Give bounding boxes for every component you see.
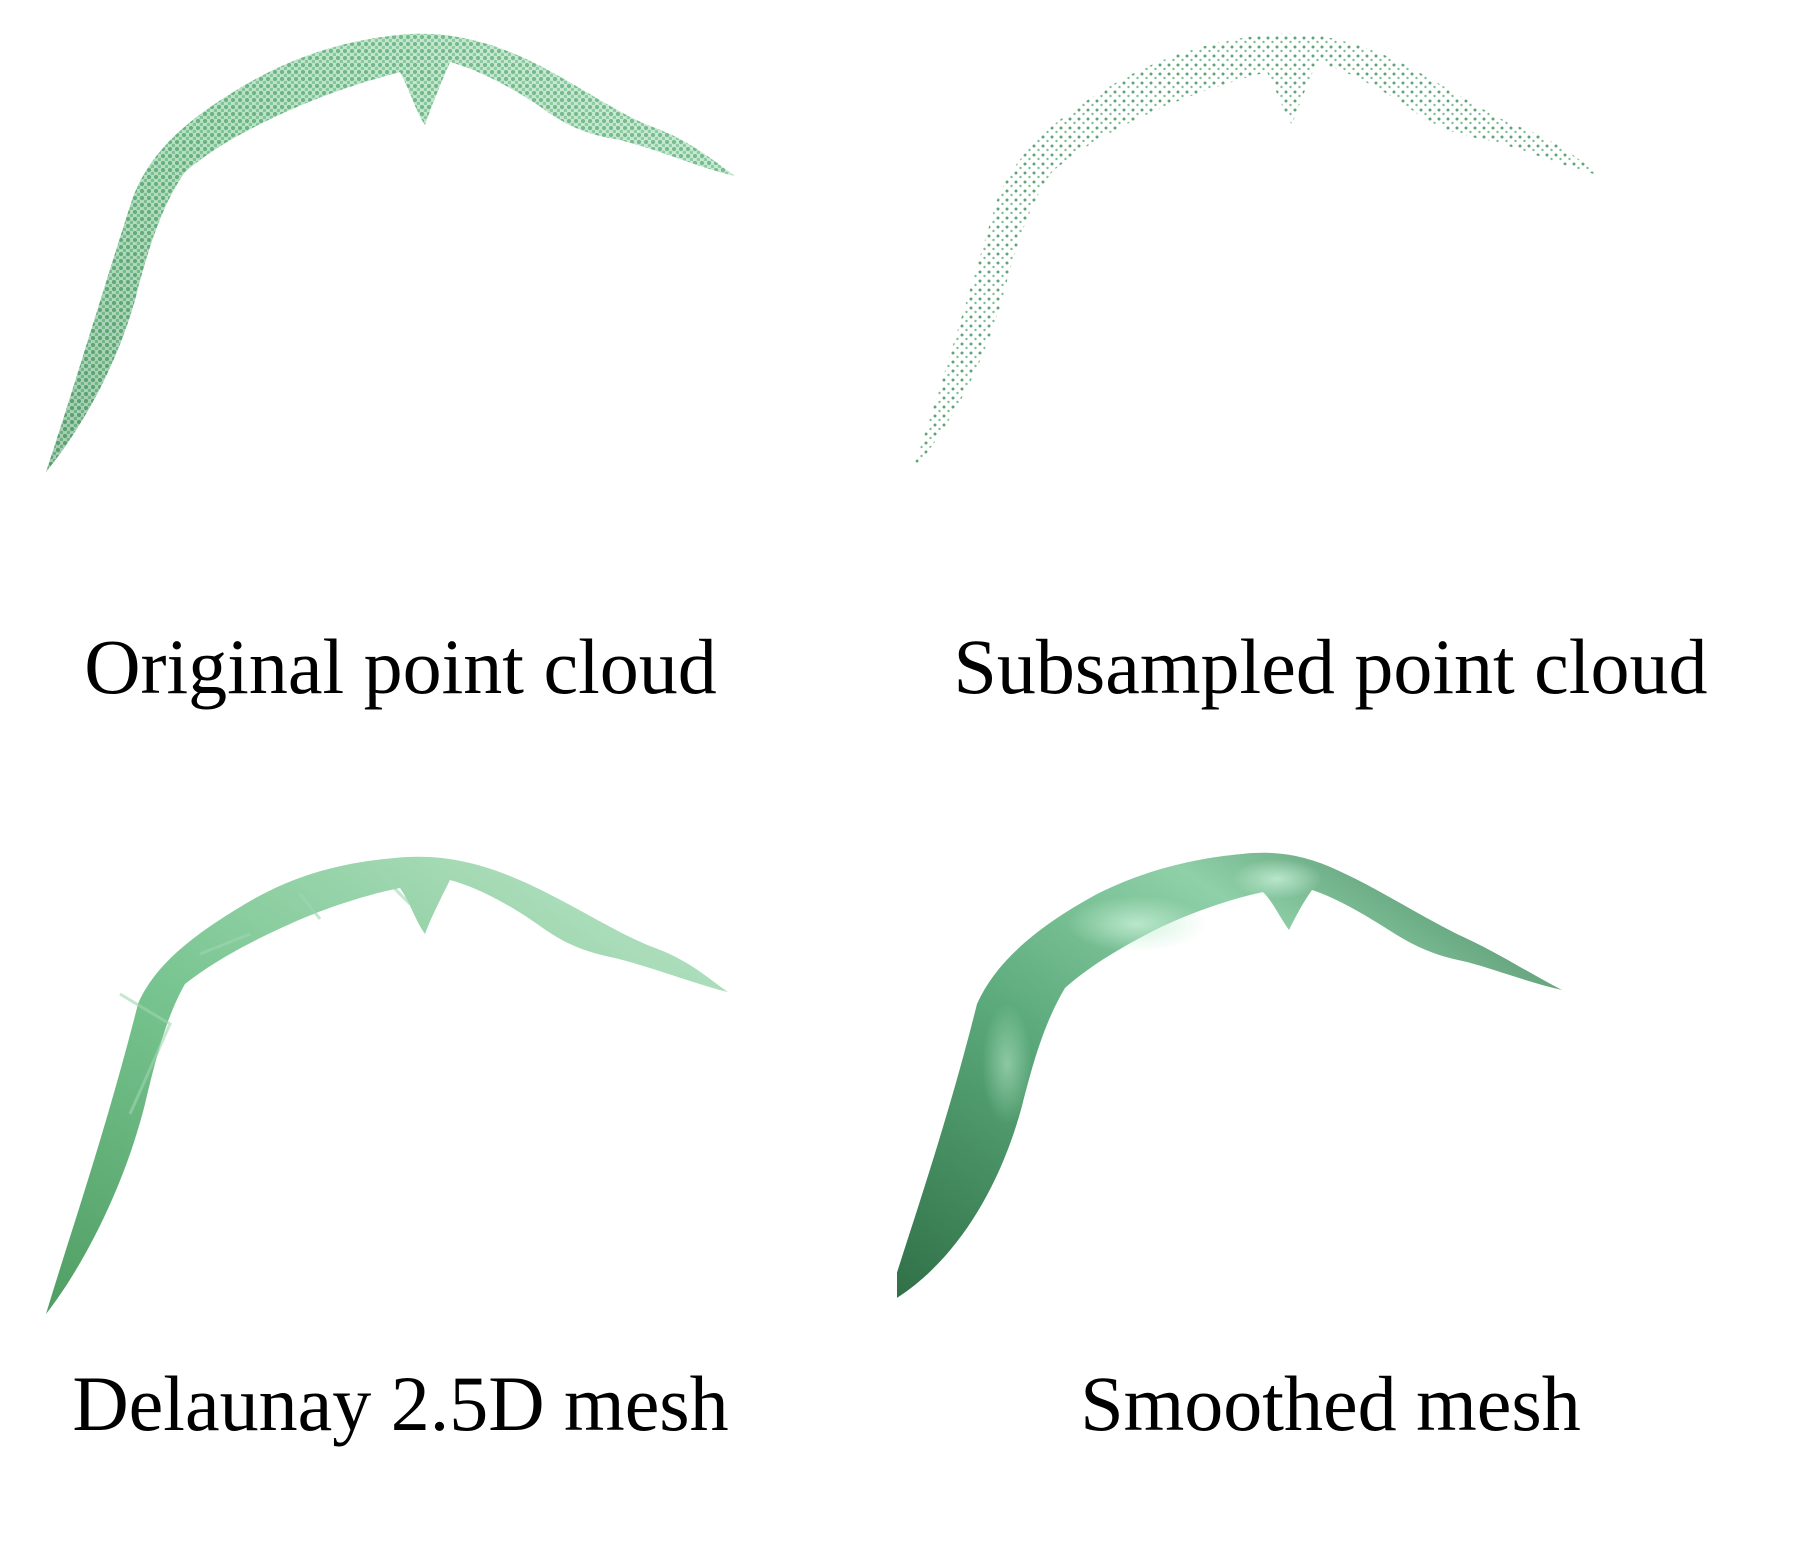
panel-subsampled-point-cloud: Subsampled point cloud [897, 0, 1794, 783]
leaf-smoothed-mesh-render [897, 852, 1562, 1298]
leaf-original-point-cloud-render [46, 33, 735, 472]
panel-smoothed-mesh: Smoothed mesh [897, 784, 1794, 1567]
caption-smoothed-mesh: Smoothed mesh [1080, 1360, 1581, 1447]
caption-original-point-cloud: Original point cloud [84, 623, 717, 710]
leaf-subsampled-point-cloud-render [912, 33, 1602, 472]
leaf-shape [46, 856, 728, 1314]
leaf-delaunay-mesh-render [46, 856, 728, 1314]
leaf-shape [912, 33, 1602, 472]
leaf-shape [897, 852, 1562, 1298]
panel-original-point-cloud: Original point cloud [0, 0, 897, 783]
leaf-shape [46, 33, 735, 472]
panel-delaunay-mesh: Delaunay 2.5D mesh [0, 784, 897, 1567]
caption-delaunay-mesh: Delaunay 2.5D mesh [72, 1360, 729, 1447]
caption-subsampled-point-cloud: Subsampled point cloud [953, 623, 1708, 710]
